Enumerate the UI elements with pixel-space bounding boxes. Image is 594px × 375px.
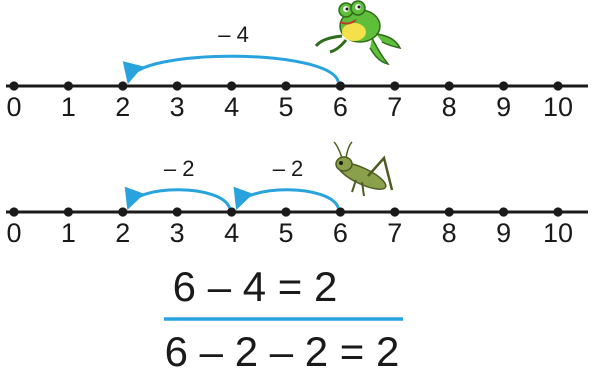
number_line_top-tick-dot-5 [281,81,290,90]
frog-illustration [316,1,400,64]
number_line_bottom-tick-label-7: 7 [387,218,402,248]
number_line_bottom-tick-dot-10 [553,207,562,216]
number_line_top-jump-label-0: – 4 [218,22,249,47]
number_line_bottom-tick-label-1: 1 [61,218,76,248]
number_line_top-tick-label-1: 1 [61,92,76,122]
number_line_bottom-tick-dot-8 [445,207,454,216]
number_line_bottom-tick-dot-0 [9,207,18,216]
number_line_top-tick-label-6: 6 [333,92,348,122]
number_line_bottom-tick-label-0: 0 [6,218,21,248]
number_line_bottom-jump-arc-0 [238,190,339,208]
number_line_bottom-tick-label-6: 6 [333,218,348,248]
equation-double-jump: 6 – 2 – 2 = 2 [165,328,400,375]
number_line_top-tick-label-5: 5 [278,92,293,122]
number_line_bottom-tick-label-10: 10 [543,218,573,248]
number_line_bottom-tick-dot-3 [173,207,182,216]
number_line_bottom-tick-dot-5 [281,207,290,216]
number_line_top-tick-dot-9 [499,81,508,90]
number-line-top: 0 1 2 3 4 5 6 7 8 9 10 – 4 [6,22,588,122]
number_line_bottom-tick-label-8: 8 [442,218,457,248]
number_line_top-jump-arc-0 [129,56,339,82]
number_line_top-tick-label-7: 7 [387,92,402,122]
number_line_bottom-tick-label-9: 9 [496,218,511,248]
number_line_bottom-tick-label-2: 2 [115,218,130,248]
number_line_bottom-tick-dot-4 [227,207,236,216]
number_line_bottom-jump-arc-1 [129,190,230,208]
number_line_top-tick-dot-1 [64,81,73,90]
equation-single-jump: 6 – 4 = 2 [173,263,338,310]
number_line_top-tick-dot-6 [336,81,345,90]
number_line_top-tick-dot-2 [118,81,127,90]
number_line_top-tick-dot-10 [553,81,562,90]
number_line_top-tick-dot-0 [9,81,18,90]
number_line_bottom-tick-dot-2 [118,207,127,216]
number_line_top-tick-label-0: 0 [6,92,21,122]
number_line_top-tick-label-10: 10 [543,92,573,122]
number_line_top-tick-label-3: 3 [170,92,185,122]
number_line_top-tick-dot-3 [173,81,182,90]
number_line_bottom-tick-dot-9 [499,207,508,216]
number_line_bottom-tick-dot-7 [390,207,399,216]
number_line_bottom-jump-label-0: – 2 [273,156,304,181]
number_line_bottom-tick-dot-6 [336,207,345,216]
grasshopper-illustration [334,142,392,196]
number_line_bottom-jump-label-1: – 2 [164,156,195,181]
number_line_bottom-tick-dot-1 [64,207,73,216]
number_line_top-tick-label-4: 4 [224,92,239,122]
number_line_top-tick-label-8: 8 [442,92,457,122]
number_line_top-tick-label-9: 9 [496,92,511,122]
number_line_bottom-tick-label-3: 3 [170,218,185,248]
number_line_bottom-tick-label-4: 4 [224,218,239,248]
number_line_top-tick-dot-7 [390,81,399,90]
number_line_top-tick-label-2: 2 [115,92,130,122]
number-line-bottom: 0 1 2 3 4 5 6 7 8 9 10 – 2 – 2 [6,156,588,248]
number_line_top-tick-dot-8 [445,81,454,90]
number_line_top-tick-dot-4 [227,81,236,90]
number_line_bottom-tick-label-5: 5 [278,218,293,248]
